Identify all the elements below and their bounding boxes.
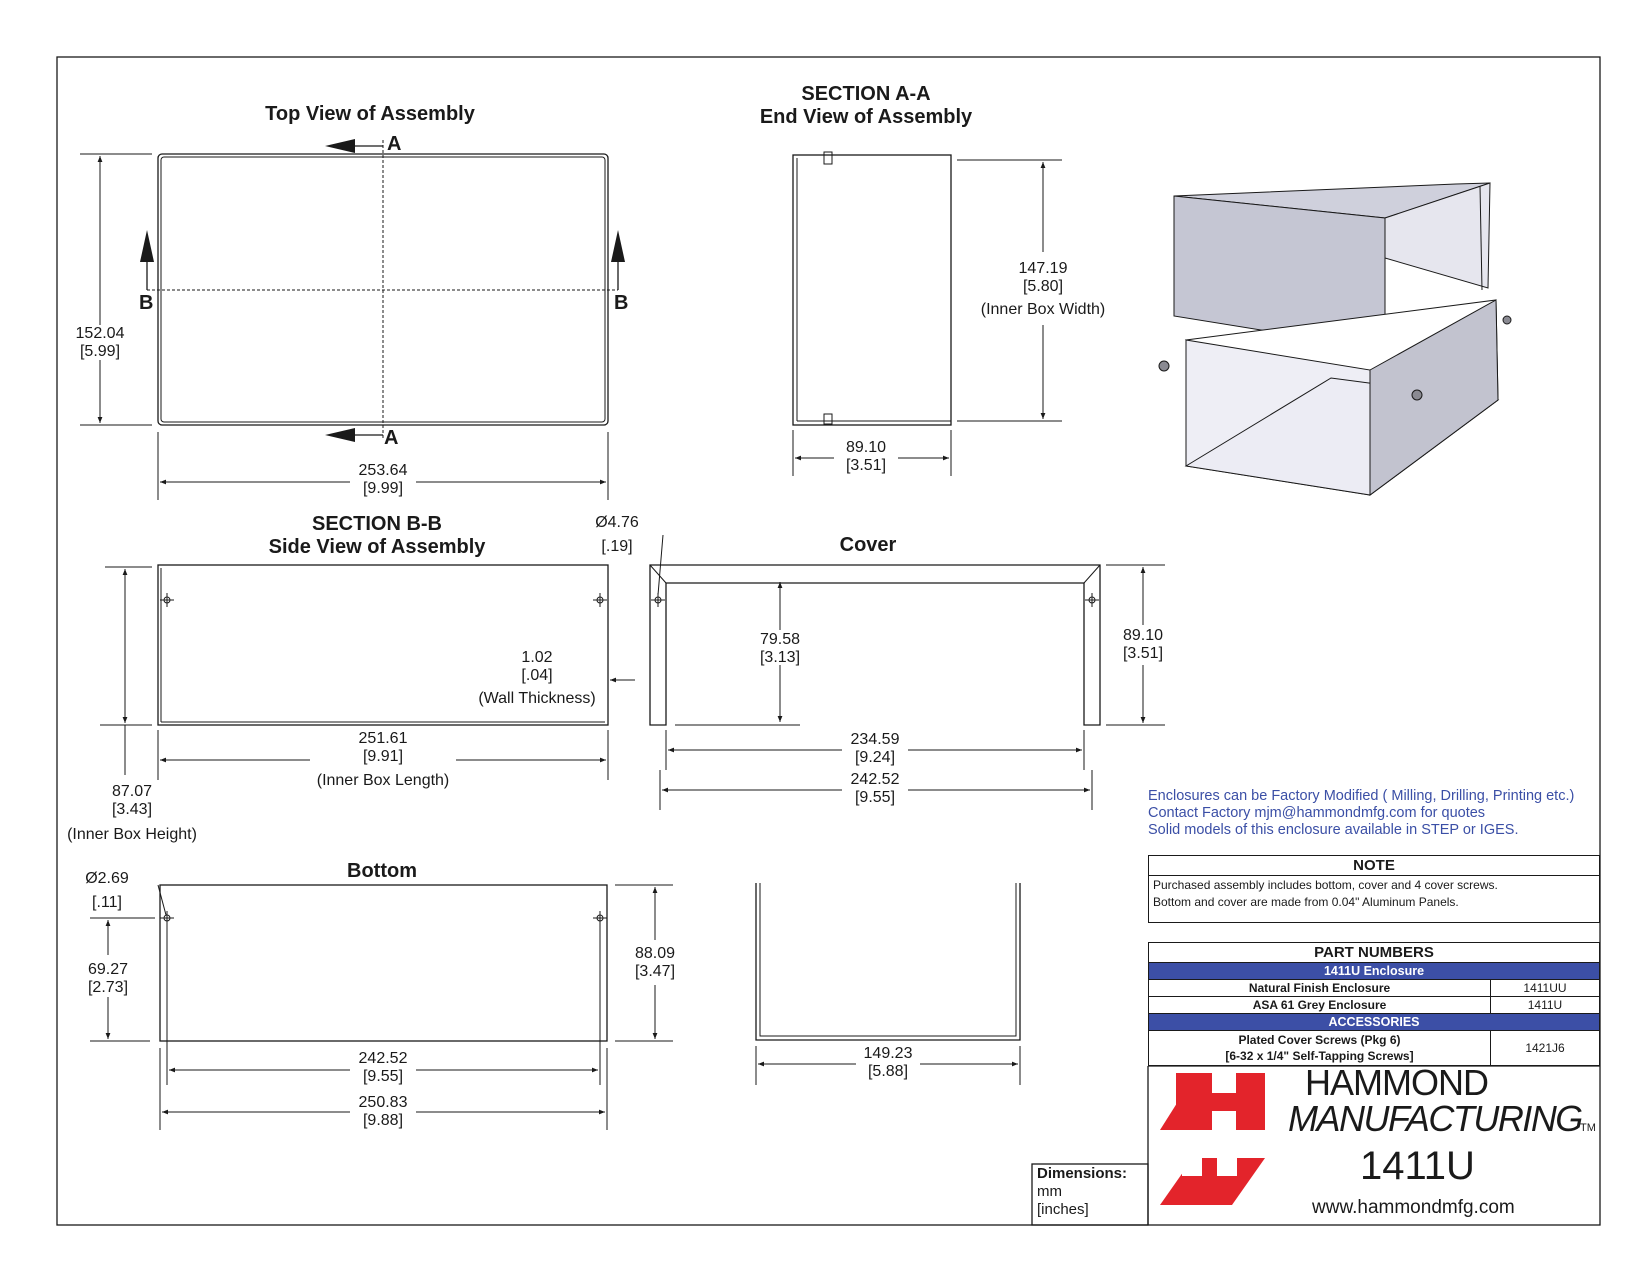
dim-cover-hole-dia-in: [.19] [601, 538, 632, 555]
section-b-label-right: B [614, 292, 628, 314]
dim-inner-height-mm: 87.07 [112, 783, 152, 800]
part-row-3-desc: Plated Cover Screws (Pkg 6) [6-32 x 1/4"… [1148, 1030, 1491, 1066]
part-row-3-pn: 1421J6 [1490, 1030, 1600, 1066]
dim-end-depth-in: [3.51] [846, 457, 886, 474]
dim-wall-mm: 1.02 [521, 649, 552, 666]
part-row-3-desc-line-1: Plated Cover Screws (Pkg 6) [1238, 1033, 1401, 1047]
section-aa-view: SECTION A-A End View of Assembly 147.19 … [760, 83, 1105, 476]
dim-inner-height-in: [3.43] [112, 801, 152, 818]
section-bb-subtitle: Side View of Assembly [269, 536, 487, 558]
note-table: NOTE Purchased assembly includes bottom,… [1148, 855, 1600, 923]
top-view-title: Top View of Assembly [265, 103, 476, 125]
bottom-view: Bottom Ø2.69 [.11] 69.27 [2.73] 88.09 [3… [85, 860, 675, 1130]
units-inches: [inches] [1037, 1201, 1089, 1218]
hammond-logo [1160, 1073, 1265, 1205]
cover-title: Cover [840, 534, 897, 556]
part-row-1-pn: 1411UU [1490, 979, 1600, 997]
section-aa-subtitle: End View of Assembly [760, 106, 973, 128]
dim-bottom-hole-height-mm: 69.27 [88, 961, 128, 978]
note-title: NOTE [1148, 855, 1600, 876]
dim-bottom-hole-spacing-mm: 242.52 [359, 1050, 408, 1067]
section-a-label-bottom: A [384, 427, 398, 449]
dim-cover-height-mm: 89.10 [1123, 627, 1163, 644]
dim-end-depth-mm: 89.10 [846, 439, 886, 456]
part-row-1-desc: Natural Finish Enclosure [1148, 979, 1491, 997]
factory-info-line-2: Contact Factory mjm@hammondmfg.com for q… [1148, 805, 1486, 821]
note-line-2: Bottom and cover are made from 0.04" Alu… [1153, 895, 1459, 909]
dim-wall-label: (Wall Thickness) [478, 690, 595, 707]
brand-name-line-2: MANUFACTURING [1288, 1098, 1583, 1139]
website-url: www.hammondmfg.com [1312, 1197, 1515, 1218]
drawing-border [56, 56, 1601, 1226]
part-row-2-pn: 1411U [1490, 996, 1600, 1014]
isometric-view [1158, 182, 1512, 496]
section-bb-title: SECTION B-B [312, 513, 442, 535]
units-title: Dimensions: [1037, 1165, 1128, 1182]
dim-cover-inner-mm: 234.59 [851, 731, 900, 748]
dim-bottom-width-mm: 149.23 [864, 1045, 913, 1062]
dim-bottom-hole-dia-mm: Ø2.69 [85, 870, 129, 887]
section-a-label-top: A [387, 133, 401, 155]
dim-bottom-length-mm: 250.83 [359, 1094, 408, 1111]
bottom-end-view: 149.23 [5.88] [755, 883, 1021, 1085]
dim-bottom-hole-height-in: [2.73] [88, 979, 128, 996]
dim-end-width-label: (Inner Box Width) [981, 301, 1105, 318]
dim-cover-height-in: [3.51] [1123, 645, 1163, 662]
dim-cover-inner-in: [9.24] [855, 749, 895, 766]
dim-inner-length-label: (Inner Box Length) [317, 772, 450, 789]
units-mm: mm [1037, 1183, 1062, 1200]
bottom-title: Bottom [347, 860, 417, 882]
factory-info-line-1: Enclosures can be Factory Modified ( Mil… [1148, 788, 1575, 804]
dim-bottom-height-in: [3.47] [635, 963, 675, 980]
part-numbers-title: PART NUMBERS [1148, 942, 1600, 963]
part-group-enclosure: 1411U Enclosure [1148, 962, 1600, 980]
dim-top-length-in: [9.99] [363, 480, 403, 497]
dim-top-height-in: [5.99] [80, 343, 120, 360]
section-aa-title: SECTION A-A [801, 83, 930, 105]
dim-bottom-width-in: [5.88] [868, 1063, 908, 1080]
section-b-label-left: B [139, 292, 153, 314]
dim-bottom-length-in: [9.88] [363, 1112, 403, 1129]
dim-bottom-hole-spacing-in: [9.55] [363, 1068, 403, 1085]
model-number: 1411U [1360, 1144, 1475, 1188]
dim-wall-in: [.04] [521, 667, 552, 684]
dim-inner-height-label: (Inner Box Height) [67, 826, 197, 843]
part-row-3-desc-line-2: [6-32 x 1/4" Self-Tapping Screws] [1225, 1049, 1414, 1063]
dim-inner-length-mm: 251.61 [359, 730, 408, 747]
dim-bottom-hole-dia-in: [.11] [92, 894, 122, 911]
dim-cover-outer-in: [9.55] [855, 789, 895, 806]
note-body: Purchased assembly includes bottom, cove… [1148, 875, 1600, 923]
brand-name-line-1: HAMMOND [1305, 1062, 1489, 1103]
part-row-2-desc: ASA 61 Grey Enclosure [1148, 996, 1491, 1014]
factory-info: Enclosures can be Factory Modified ( Mil… [1148, 788, 1574, 839]
cover-view: Cover Ø4.76 [.19] 79.58 [3.13] 89.10 [3.… [595, 514, 1165, 810]
brand-trademark: TM [1580, 1122, 1596, 1134]
dim-inner-length-in: [9.91] [363, 748, 403, 765]
part-numbers-table: PART NUMBERS 1411U Enclosure Natural Fin… [1148, 942, 1600, 1066]
top-view: Top View of Assembly A A B B 152.04 [5.9… [76, 103, 628, 500]
part-group-accessories: ACCESSORIES [1148, 1013, 1600, 1031]
dim-cover-outer-mm: 242.52 [851, 771, 900, 788]
dim-cover-hole-height-in: [3.13] [760, 649, 800, 666]
dim-top-length-mm: 253.64 [359, 462, 408, 479]
factory-info-line-3: Solid models of this enclosure available… [1148, 822, 1519, 838]
dim-bottom-height-mm: 88.09 [635, 945, 675, 962]
section-bb-view: SECTION B-B Side View of Assembly 87.07 … [67, 513, 635, 843]
dim-cover-hole-height-mm: 79.58 [760, 631, 800, 648]
dim-cover-hole-dia-mm: Ø4.76 [595, 514, 639, 531]
dim-end-width-mm: 147.19 [1019, 260, 1068, 277]
note-line-1: Purchased assembly includes bottom, cove… [1153, 878, 1498, 892]
units-legend: Dimensions: mm [inches] [1037, 1165, 1127, 1219]
dim-top-height-mm: 152.04 [76, 325, 125, 342]
dim-end-width-in: [5.80] [1023, 278, 1063, 295]
